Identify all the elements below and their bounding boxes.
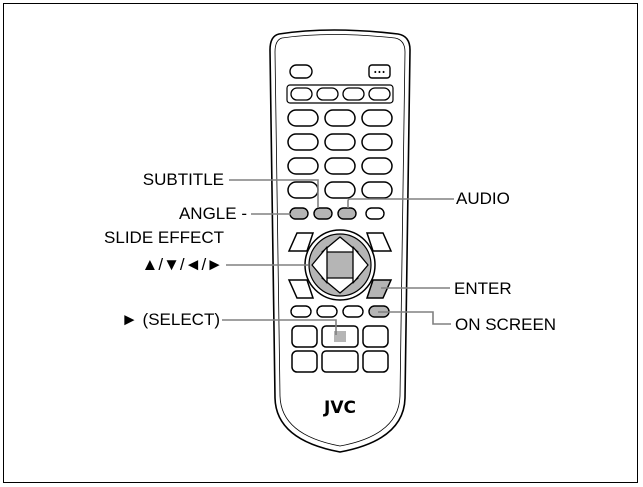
cursor-pad <box>304 229 376 301</box>
function-button-1 <box>290 87 313 101</box>
jvc-logo: JVC <box>323 398 356 418</box>
function-button-2 <box>316 87 339 101</box>
subtitle-button <box>313 207 333 220</box>
angle-button <box>289 207 309 220</box>
left-arrow-key <box>311 246 328 284</box>
leader-lines <box>222 179 454 335</box>
number-pad <box>287 109 393 199</box>
enter-button <box>333 258 347 272</box>
power-button <box>289 64 313 79</box>
audio-leader <box>347 198 454 208</box>
angle-subtitle-audio-row <box>289 207 385 220</box>
select-leader <box>222 319 337 335</box>
bottom-left-key <box>287 279 315 299</box>
right-arrow-key <box>352 246 369 284</box>
subtitle-label: SUBTITLE <box>142 170 224 189</box>
slide-effect-label: SLIDE EFFECT <box>104 228 224 247</box>
on-screen-label: ON SCREEN <box>455 315 557 334</box>
subtitle-leader <box>229 179 319 208</box>
angle-label: ANGLE - <box>178 204 247 223</box>
function-button-3 <box>342 87 365 101</box>
up-arrow-key <box>321 236 359 253</box>
audio-button <box>337 207 357 220</box>
down-arrow-key <box>321 277 359 294</box>
function-button-4 <box>368 87 391 101</box>
display-button <box>368 64 391 79</box>
on-screen-leader <box>378 311 451 325</box>
on-screen-row <box>290 305 390 318</box>
top-right-key <box>365 232 393 252</box>
extra-button <box>365 207 385 220</box>
select-label: ► (SELECT) <box>120 310 220 329</box>
display-dots-icon: ••• <box>373 69 385 77</box>
enter-label: ENTER <box>454 279 512 298</box>
remote-inner-edge <box>274 34 406 447</box>
arrows-label: ▲/▼/◄/► <box>141 255 223 274</box>
audio-label: AUDIO <box>456 189 510 208</box>
select-play-inner <box>334 331 346 342</box>
top-left-key <box>287 232 315 252</box>
bottom-right-key <box>365 279 393 299</box>
transport-keys <box>291 325 389 373</box>
function-row-frame <box>286 84 394 104</box>
